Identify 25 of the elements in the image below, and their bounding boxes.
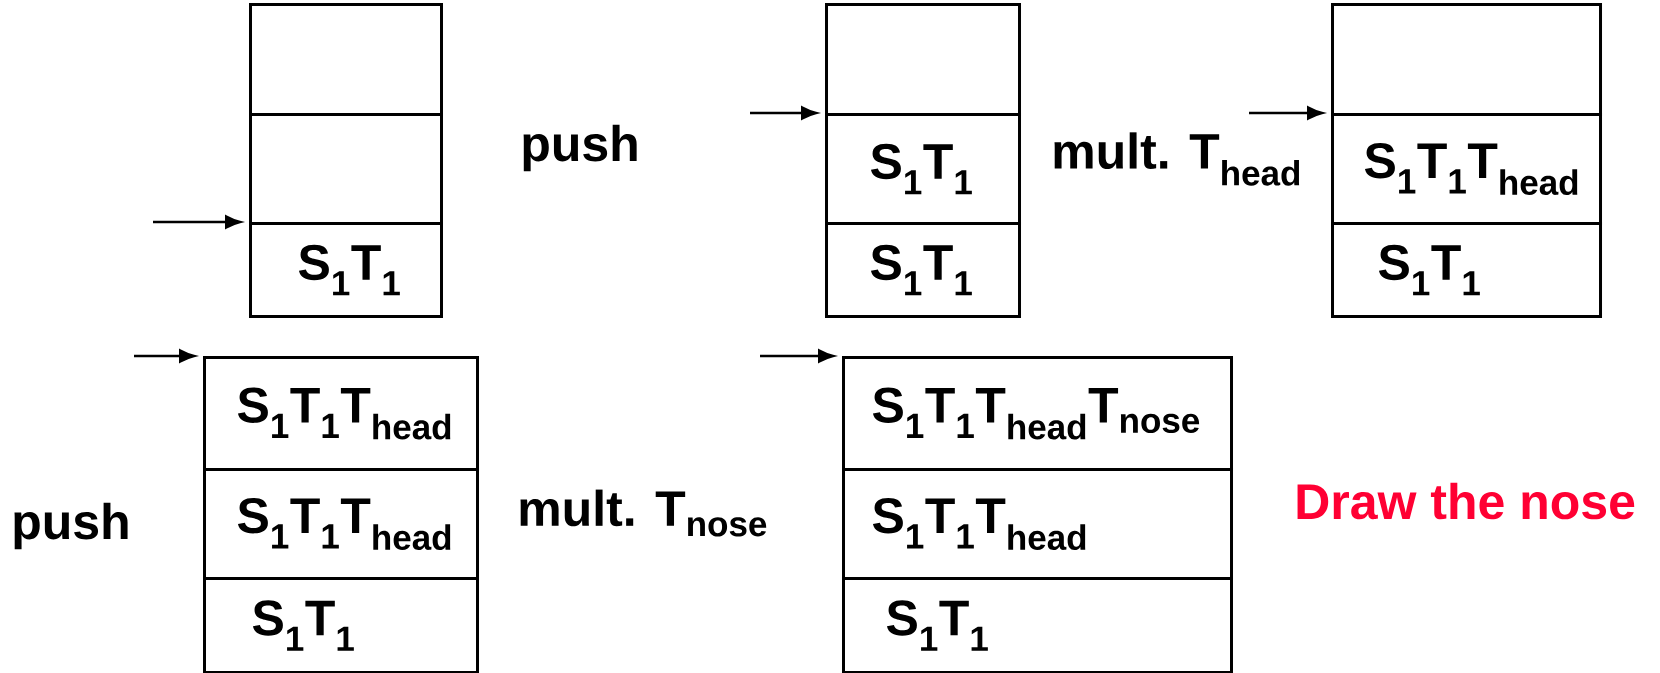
empty-stack-cell xyxy=(249,113,443,225)
stack-cell: S$_{1}$T$_{1}$T$_{head}$ xyxy=(842,468,1233,580)
stack-cell: S$_{1}$T$_{1}$ xyxy=(1331,222,1602,318)
operation-label: push xyxy=(523,124,637,172)
stack-cell: S$_{1}$T$_{1}$T$_{head}$ xyxy=(203,356,479,471)
pointer-arrow xyxy=(760,349,835,363)
stack-cell: S$_{1}$T$_{1}$T$_{head}$ xyxy=(1331,113,1602,225)
empty-stack-cell xyxy=(1331,3,1602,116)
empty-stack-cell xyxy=(825,3,1021,116)
empty-stack-cell xyxy=(249,3,443,116)
caption-text: Draw the nose xyxy=(1297,482,1635,520)
stack-cell: S$_{1}$T$_{1}$ xyxy=(203,577,479,673)
operation-label: mult. T$_{nose}$ xyxy=(520,489,767,537)
operation-label: push xyxy=(14,502,128,550)
stack-cell: S$_{1}$T$_{1}$ xyxy=(825,222,1021,318)
pointer-arrow xyxy=(153,215,242,229)
pointer-arrow xyxy=(1249,106,1324,120)
stack-cell: S$_{1}$T$_{1}$ xyxy=(842,577,1233,673)
operation-label: mult. T$_{head}$ xyxy=(1054,132,1300,186)
stack-cell: S$_{1}$T$_{1}$T$_{head}$ xyxy=(203,468,479,580)
stack-cell: S$_{1}$T$_{1}$T$_{head}$T$_{nose}$ xyxy=(842,356,1233,471)
pointer-arrow xyxy=(750,106,818,120)
stack-cell: S$_{1}$T$_{1}$ xyxy=(249,222,443,318)
stack-cell: S$_{1}$T$_{1}$ xyxy=(825,113,1021,225)
pointer-arrow xyxy=(134,349,196,363)
